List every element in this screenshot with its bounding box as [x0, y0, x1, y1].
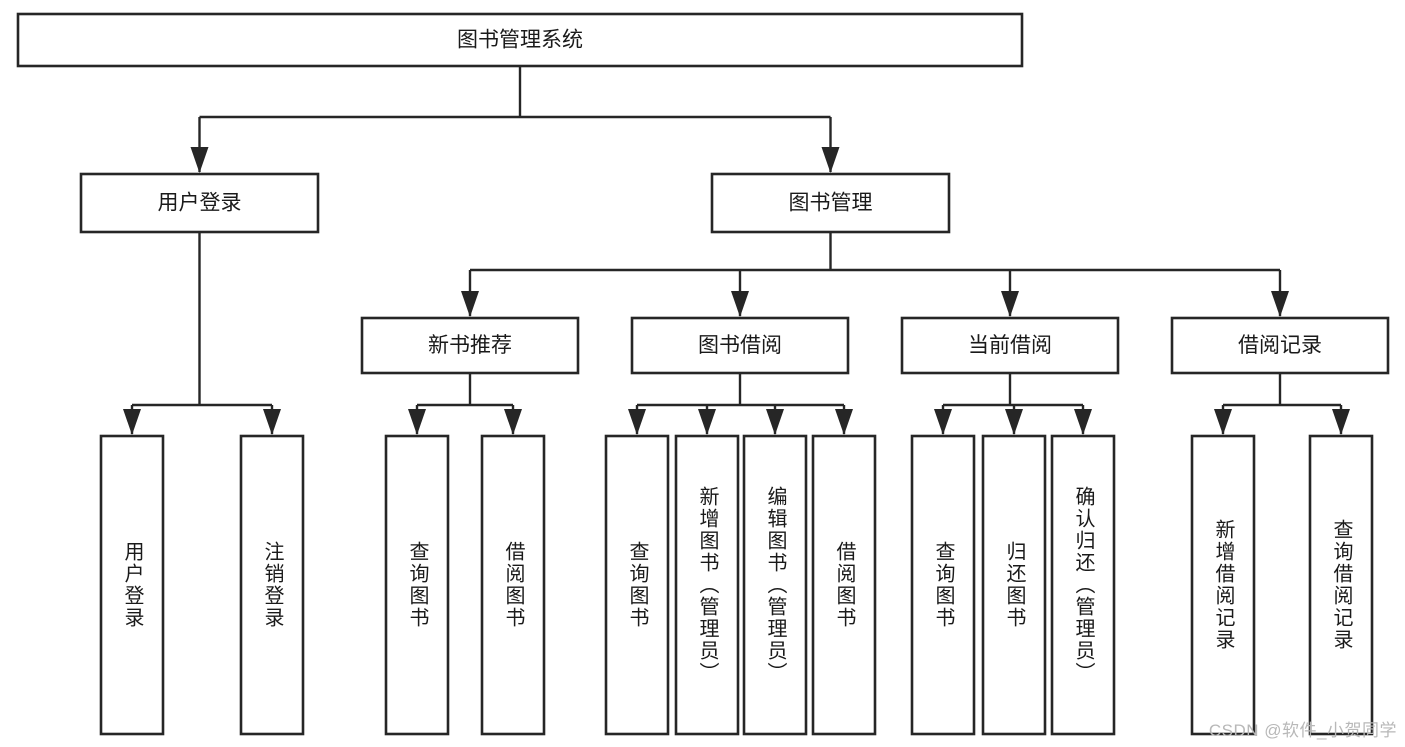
arrow-head: [461, 291, 479, 317]
leaf-node-l-add-record[interactable]: [1190, 434, 1256, 736]
arrow-head: [1001, 291, 1019, 317]
node-label: 图书借阅: [698, 334, 782, 357]
leaf-node-l-borrow-book-2[interactable]: [811, 434, 877, 736]
arrow-head: [123, 409, 141, 435]
node-label: 当前借阅: [968, 334, 1052, 357]
node-user-login[interactable]: [79, 172, 320, 234]
node-book-manage[interactable]: [710, 172, 951, 234]
arrow-head: [934, 409, 952, 435]
arrow-head: [408, 409, 426, 435]
arrow-head: [628, 409, 646, 435]
arrow-head: [731, 291, 749, 317]
node-new-book-rec[interactable]: [360, 316, 580, 375]
node-book-borrow[interactable]: [630, 316, 850, 375]
leaf-node-l-confirm-return[interactable]: [1050, 434, 1116, 736]
arrow-head: [263, 409, 281, 435]
arrow-head: [1074, 409, 1092, 435]
leaf-node-l-edit-book[interactable]: [742, 434, 808, 736]
csdn-watermark: CSDN @软件_小贺同学: [1208, 721, 1397, 740]
arrow-head: [835, 409, 853, 435]
leaf-node-l-query-book-1[interactable]: [384, 434, 450, 736]
leaf-node-l-query-record[interactable]: [1308, 434, 1374, 736]
arrow-head: [190, 147, 209, 173]
leaf-node-leaf-logout[interactable]: [239, 434, 305, 736]
leaf-node-l-query-book-3[interactable]: [910, 434, 976, 736]
node-box-layer: [16, 12, 1390, 736]
leaf-node-l-add-book[interactable]: [674, 434, 740, 736]
arrow-head: [1214, 409, 1232, 435]
arrow-head: [766, 409, 784, 435]
node-label: 用户登录: [158, 192, 242, 215]
node-label: 图书管理: [789, 192, 873, 215]
leaf-node-l-query-book-2[interactable]: [604, 434, 670, 736]
arrow-head: [504, 409, 522, 435]
arrow-head: [1005, 409, 1023, 435]
leaf-node-l-borrow-book-1[interactable]: [480, 434, 546, 736]
connector-layer: [123, 66, 1350, 435]
node-borrow-record[interactable]: [1170, 316, 1390, 375]
node-label: 新书推荐: [428, 334, 512, 357]
arrow-head: [821, 147, 840, 173]
node-label: 借阅记录: [1238, 334, 1322, 357]
node-current-borrow[interactable]: [900, 316, 1120, 375]
arrow-head: [1332, 409, 1350, 435]
leaf-node-leaf-user-login[interactable]: [99, 434, 165, 736]
arrow-head: [698, 409, 716, 435]
leaf-node-l-return-book[interactable]: [981, 434, 1047, 736]
node-label: 图书管理系统: [457, 29, 583, 52]
node-root-root[interactable]: [16, 12, 1024, 68]
arrow-head: [1271, 291, 1289, 317]
